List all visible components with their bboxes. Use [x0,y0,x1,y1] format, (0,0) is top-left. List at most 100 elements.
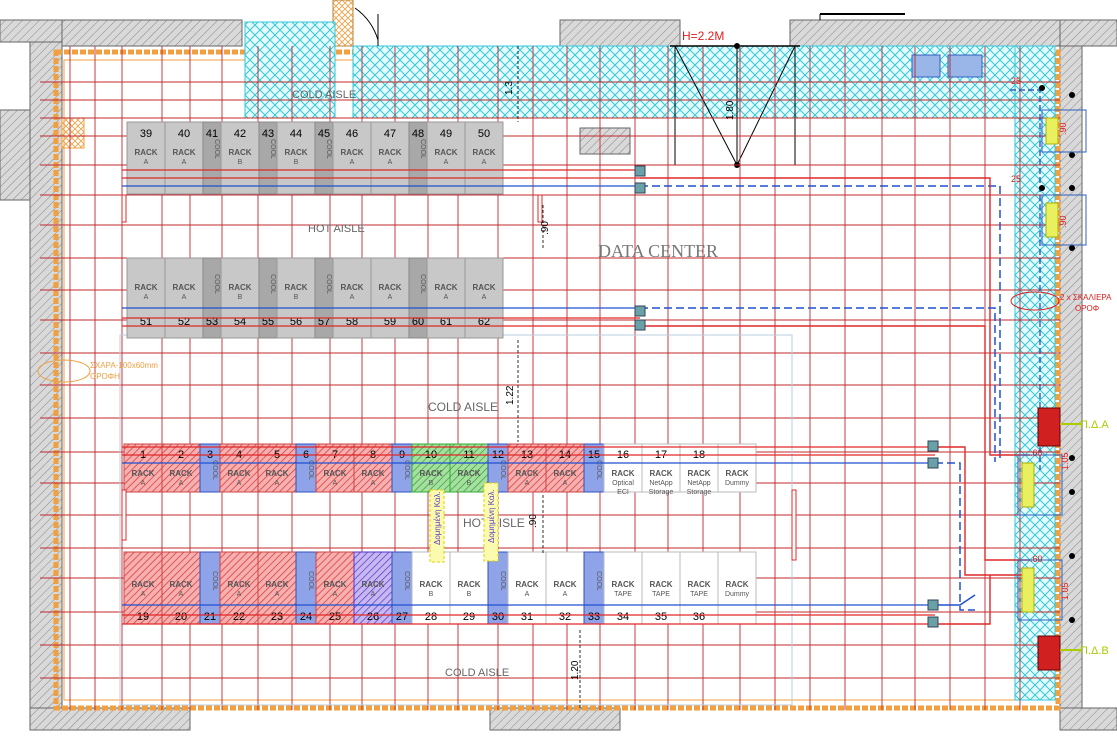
rack-label: RACK [553,469,576,478]
rack-rows: 39RACKA40RACKA41COOL42RACKB43COOL44RACKB… [123,121,757,625]
rack-sublabel: A [237,591,242,598]
aisle-hot-top: HOT AISLE [308,223,365,235]
rack-number: 28 [425,611,437,623]
rack-number: 24 [300,611,312,623]
rack-number: 34 [617,611,629,623]
rack-sublabel: A [333,591,338,598]
rack-number: 51 [140,316,152,328]
end-bracket [121,489,127,541]
panel-b [1037,635,1061,671]
dim-105b: 1.05 [1060,582,1070,600]
rack-sublabel: A [333,480,338,487]
rack-sublabel: A [179,591,184,598]
rack-body [126,257,166,339]
rack-sublabel: B [238,294,243,301]
rack-sublabel: B [429,480,434,487]
rack-label: COOL [595,571,602,591]
anchor-point [1069,553,1075,559]
rack-sublabel: B [429,591,434,598]
dim-1-3: 1.3 [504,81,515,95]
rack-label: RACK [323,580,346,589]
rack-number: 49 [440,128,452,140]
rack-label: COOL [595,460,602,480]
end-bracket [791,489,797,561]
rack-label: RACK [725,580,748,589]
junction-box [927,599,939,611]
rack-label: RACK [472,283,495,292]
junction-box [634,165,646,177]
rack-number: 39 [140,128,152,140]
rack-sublabel: A [371,480,376,487]
rack-label: RACK [284,148,307,157]
rack-label: RACK [228,283,251,292]
racks-row-d-unit: 28 RACK B [411,551,451,625]
rack-number: 46 [346,128,358,140]
anchor-point [1069,152,1075,158]
rack-number: 48 [412,128,424,140]
rack-label: COOL [403,460,410,480]
floor-box-2 [483,482,499,562]
rack-number: 50 [478,128,490,140]
rack-body [717,443,757,493]
junction-box [927,440,939,452]
rack-number: 27 [396,611,408,623]
rack-label: RACK [172,283,195,292]
rack-label: COOL [211,460,218,480]
rack-label: RACK [419,580,442,589]
rack-number: 23 [271,611,283,623]
ladder-frame [1017,559,1063,621]
anchor-point [1039,85,1045,91]
rack-label: RACK [227,469,250,478]
rack-body [315,551,355,625]
rack-label: RACK [134,148,157,157]
rack-body [545,443,585,493]
rack-number: 19 [137,611,149,623]
rack-body [161,443,201,493]
rack-sublabel: B [294,159,299,166]
labels: H=2.2M COLD AISLE HOT AISLE DATA CENTER … [37,29,1112,680]
rack-label: RACK [361,580,384,589]
dim-1-20: 1.20 [570,660,581,680]
rack-body [426,121,466,195]
rack-label: COOL [213,139,220,159]
dim-25b: 25 [1011,174,1021,184]
cable [640,177,1030,456]
tray-note-sub: ΟΡΟΦΗ [90,372,120,381]
rack-number: 40 [178,128,190,140]
dim-90r2: .90 [1058,215,1068,228]
tray-note: ΣΧΑΡΑ-100x60mm [90,361,158,370]
rack-number: 47 [384,128,396,140]
rack-label: COOL [325,139,332,159]
rack-label: RACK [687,580,710,589]
rack-sublabel: B [467,591,472,598]
rack-label: RACK [169,580,192,589]
rack-label: RACK [472,148,495,157]
rack-sublabel: A [237,480,242,487]
end-bracket [121,194,127,223]
anchor-point [1069,185,1075,191]
height-note: H=2.2M [682,29,724,43]
rack-body [164,121,204,195]
rack-sublabel: Storage [649,489,674,496]
